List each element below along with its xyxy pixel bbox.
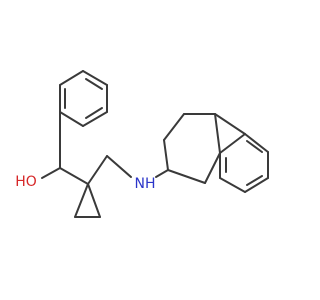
molecule-structure: HO NH xyxy=(15,70,269,218)
structure-canvas: HO NH xyxy=(15,70,269,218)
cyclopropane-ring xyxy=(59,167,101,218)
tetrahydro-ring xyxy=(163,113,221,184)
benzo-ring xyxy=(214,113,269,193)
phenyl-ring xyxy=(59,70,108,127)
amine-label: NH xyxy=(135,176,156,192)
hydroxyl-label: HO xyxy=(15,174,37,190)
methylene-linker: NH xyxy=(87,155,169,192)
carbinol-group: HO xyxy=(15,111,61,190)
